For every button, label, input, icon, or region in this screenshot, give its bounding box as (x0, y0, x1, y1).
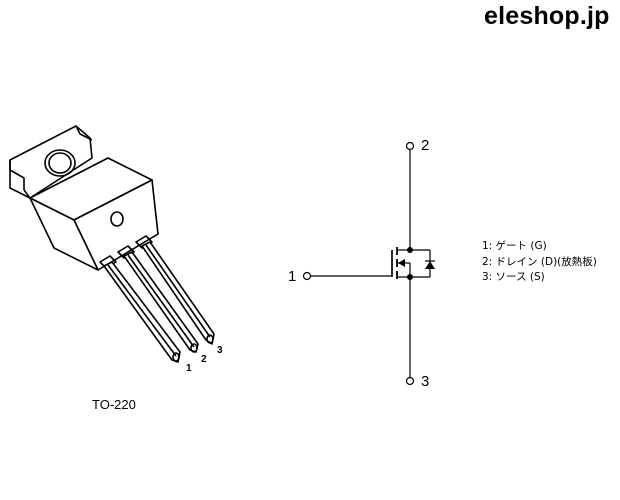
legend-drain: 2: ドレイン (D)(放熱板) (482, 256, 597, 268)
mounting-hole (44, 149, 76, 177)
junction-dot-drain (407, 247, 413, 253)
gate-terminal (302, 271, 312, 281)
brand-logo: eleshop.jp (484, 2, 610, 30)
pin-label-source: 3 (421, 373, 430, 390)
body-side (29, 197, 99, 271)
body-arrow (398, 259, 405, 267)
pin-label-drain: 2 (421, 137, 430, 154)
legend-gate: 1: ゲート (G) (482, 240, 547, 252)
junction-dot-source (407, 274, 413, 280)
diode-triangle (425, 261, 435, 269)
lead-number-1: 1 (186, 363, 192, 374)
pin-label-gate: 1 (288, 268, 297, 285)
package-label: TO-220 (92, 397, 136, 412)
source-terminal (405, 376, 415, 386)
body-dot (110, 211, 124, 227)
legend-source: 3: ソース (S) (482, 271, 545, 283)
drain-terminal (405, 141, 415, 151)
lead-number-2: 2 (201, 354, 207, 365)
lead-number-3: 3 (217, 345, 223, 356)
